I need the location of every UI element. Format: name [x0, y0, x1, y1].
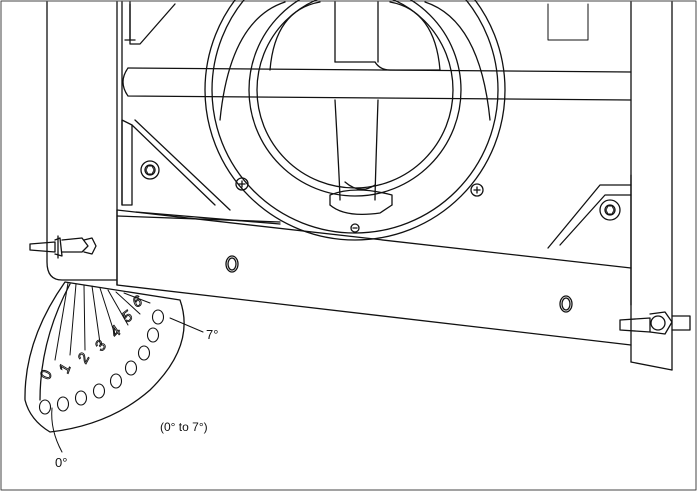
upper-gussets [124, 3, 589, 45]
scale-mark-4: 4 [107, 323, 125, 341]
scale-mark-5: 5 [119, 307, 137, 326]
bottom-crossbar [116, 209, 632, 346]
range-label: (0° to 7°) [160, 420, 208, 434]
right-thumb-screw [619, 311, 691, 335]
max-angle-label: 7° [206, 327, 218, 342]
protractor-ticks [54, 282, 151, 361]
lower-right-gusset [547, 184, 632, 249]
scale-mark-1: 1 [56, 362, 75, 376]
protractor-holes [38, 309, 165, 415]
scale-mark-0: 0 [37, 368, 55, 380]
scale-mark-3: 3 [91, 337, 110, 354]
scale-mark-6: 6 [130, 292, 146, 311]
callout-leaders [51, 317, 204, 453]
horizontal-rod [122, 61, 632, 101]
min-angle-label: 0° [55, 455, 67, 470]
drum-screws [235, 177, 484, 233]
right-post [630, 1, 673, 371]
left-thumb-screw [29, 235, 97, 259]
scale-mark-2: 2 [74, 350, 94, 367]
lower-left-gusset [121, 119, 231, 211]
drum [204, 0, 506, 241]
tilt-protractor [24, 281, 185, 433]
